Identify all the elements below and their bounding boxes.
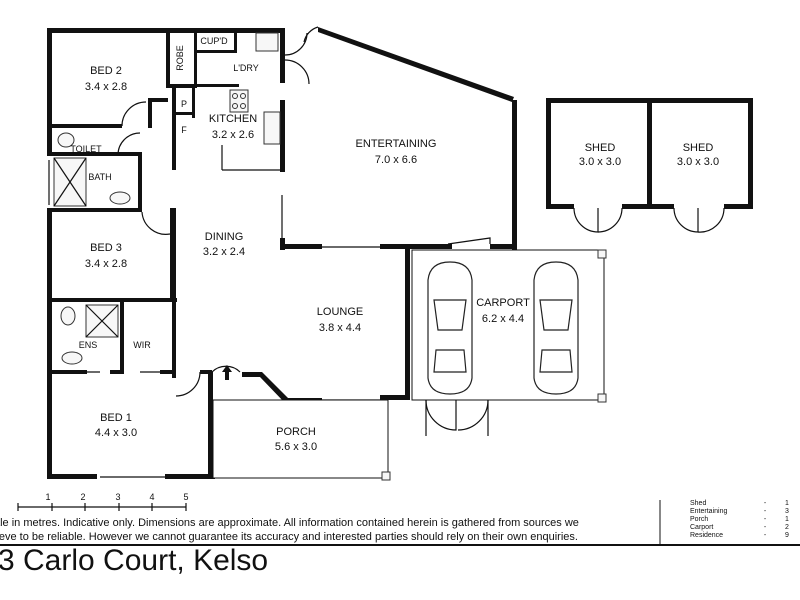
area-name: Shed (690, 500, 707, 507)
property-address: 3 Carlo Court, Kelso (0, 544, 269, 577)
area-dash: - (763, 500, 767, 507)
room-dimensions-bed2: 3.4 x 2.8 (85, 81, 127, 93)
room-name-pantry: P (181, 99, 187, 109)
room-name-fridge: F (181, 125, 187, 135)
room-dimensions-entertaining: 7.0 x 6.6 (375, 154, 417, 166)
room-name-shed2: SHED (683, 142, 714, 154)
area-dash: - (763, 524, 767, 531)
room-name-shed1: SHED (585, 142, 616, 154)
room-name-wir: WIR (133, 340, 151, 350)
room-name-lounge: LOUNGE (317, 306, 363, 318)
area-value: 1 (785, 516, 789, 523)
room-name-porch: PORCH (276, 426, 316, 438)
room-name-cupd: CUP'D (200, 36, 228, 46)
fixtures (53, 32, 281, 365)
room-name-carport: CARPORT (476, 297, 530, 309)
room-dimensions-kitchen: 3.2 x 2.6 (212, 129, 254, 141)
area-dash: - (763, 508, 767, 515)
carport (411, 249, 607, 436)
disclaimer-line-1: ale in metres. Indicative only. Dimensio… (0, 517, 579, 529)
room-dimensions-dining: 3.2 x 2.4 (203, 246, 245, 258)
house-walls (47, 27, 517, 479)
sheds (546, 98, 753, 233)
room-dimensions-bed1: 4.4 x 3.0 (95, 427, 137, 439)
area-row: Entertaining - 3 (690, 508, 800, 516)
room-dimensions-bed3: 3.4 x 2.8 (85, 258, 127, 270)
room-name-robe: ROBE (175, 45, 185, 71)
room-dimensions-shed1: 3.0 x 3.0 (579, 156, 621, 168)
area-value: 2 (785, 524, 789, 531)
scale-tick-3: 3 (115, 492, 120, 502)
room-name-toilet: TOILET (70, 144, 102, 154)
scale-bar: 1 2 3 4 5 (17, 492, 189, 511)
area-row: Porch - 1 (690, 516, 800, 524)
scale-tick-5: 5 (183, 492, 188, 502)
area-table: Shed - 1 Entertaining - 3 Porch - 1 Carp… (690, 500, 800, 540)
area-row: Shed - 1 (690, 500, 800, 508)
area-row: Carport - 2 (690, 524, 800, 532)
area-name: Entertaining (690, 508, 728, 515)
room-name-bed3: BED 3 (90, 242, 122, 254)
room-name-bed2: BED 2 (90, 65, 122, 77)
area-row: Residence - 9 (690, 532, 800, 540)
area-value: 9 (785, 532, 789, 539)
area-dash: - (763, 532, 767, 539)
room-dimensions-shed2: 3.0 x 3.0 (677, 156, 719, 168)
doors (117, 26, 491, 397)
room-name-ens: ENS (79, 340, 98, 350)
area-name: Porch (690, 516, 709, 523)
room-name-bed1: BED 1 (100, 412, 132, 424)
area-name: Residence (690, 532, 724, 539)
room-name-kitchen: KITCHEN (209, 113, 257, 125)
disclaimer-line-2: lieve to be reliable. However we cannot … (0, 531, 578, 543)
scale-tick-1: 1 (45, 492, 50, 502)
room-name-ldry: L'DRY (233, 63, 259, 73)
room-dimensions-lounge: 3.8 x 4.4 (319, 322, 361, 334)
area-dash: - (763, 516, 767, 523)
area-value: 1 (785, 500, 789, 507)
scale-tick-4: 4 (149, 492, 154, 502)
room-labels: BED 2 3.4 x 2.8 ROBE CUP'D L'DRY P F KITCHEN 3.2… (70, 36, 719, 453)
area-value: 3 (785, 508, 789, 515)
area-name: Carport (690, 524, 714, 531)
disclaimer: ale in metres. Indicative only. Dimensio… (0, 516, 660, 544)
room-name-entertaining: ENTERTAINING (356, 138, 437, 150)
scale-tick-2: 2 (80, 492, 85, 502)
room-name-dining: DINING (205, 231, 244, 243)
room-name-bath: BATH (88, 172, 111, 182)
room-dimensions-carport: 6.2 x 4.4 (482, 313, 524, 325)
room-dimensions-porch: 5.6 x 3.0 (275, 441, 317, 453)
porch (212, 365, 391, 481)
